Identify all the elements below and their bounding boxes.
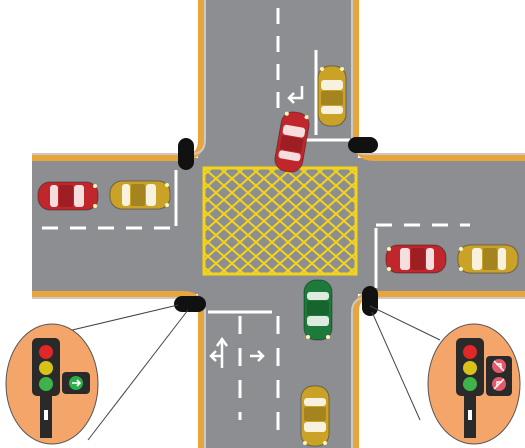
car-east-red: [385, 244, 447, 274]
pole-nw: [178, 138, 194, 170]
signal-left-red-lamp: [39, 345, 53, 359]
signal-left-yellow-lamp: [39, 361, 53, 375]
car-east-yellow: [457, 244, 519, 274]
left-turn-arrow-icon: [287, 86, 304, 104]
car-north-southbound-yellow: [317, 65, 347, 127]
no-left-turn-icon: [493, 360, 505, 372]
right-arrow-icon: [250, 350, 265, 362]
box-junction: [202, 166, 358, 276]
left-straight-arrow-icon: [209, 336, 229, 368]
pole-ne: [348, 137, 378, 153]
lane-arrows: [209, 86, 304, 368]
callout-lines: [29, 304, 441, 441]
signal-poles: [174, 137, 378, 316]
car-south-yellow: [300, 385, 330, 447]
pole-se: [362, 286, 378, 316]
signal-right-green-lamp: [463, 377, 477, 391]
signal-left: [5, 323, 99, 445]
signal-right-yellow-lamp: [463, 361, 477, 375]
car-west-yellow: [109, 180, 171, 210]
right-turn-arrow-icon: [72, 379, 82, 387]
signal-left-green-lamp: [39, 377, 53, 391]
car-west-red: [37, 181, 99, 211]
signal-right: [427, 323, 521, 445]
lane-markings: [42, 8, 470, 440]
car-north-turning-red: [274, 111, 310, 173]
car-south-green: [303, 279, 333, 341]
no-right-turn-icon: [493, 378, 505, 390]
signal-right-red-lamp: [463, 345, 477, 359]
pole-sw: [174, 296, 206, 312]
